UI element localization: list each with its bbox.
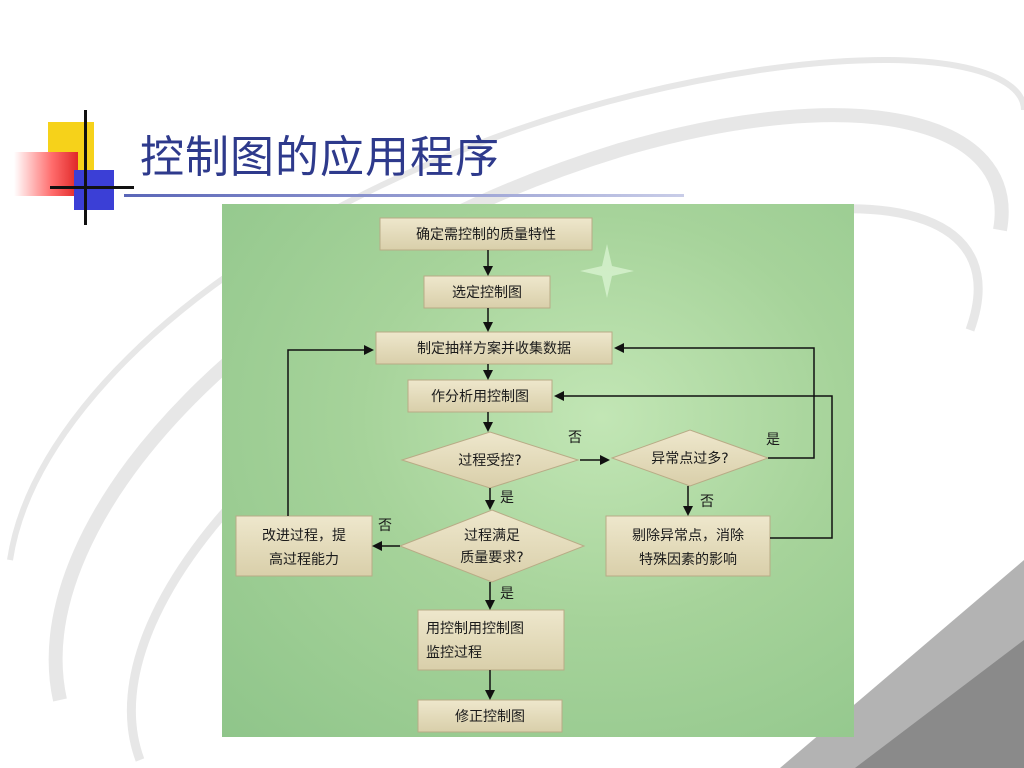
node-monitor-process-line1: 用控制用控制图	[426, 621, 524, 637]
flow-arrows	[287, 250, 833, 700]
decision-meets-requirements-line1: 过程满足	[464, 528, 520, 544]
node-sampling-plan-label: 制定抽样方案并收集数据	[417, 340, 571, 357]
flowchart-panel: 确定需控制的质量特性 选定控制图 制定抽样方案并收集数据 作分析用控制图 过程受…	[222, 204, 854, 737]
node-monitor-process-line2: 监控过程	[426, 645, 482, 661]
node-remove-outliers-line1: 剔除异常点，消除	[632, 528, 744, 544]
decision-meets-requirements-line2: 质量要求?	[460, 550, 523, 566]
node-improve-process-line2: 高过程能力	[269, 551, 339, 568]
node-select-chart-label: 选定控制图	[452, 285, 522, 301]
arrow-d2-yes-n3	[614, 343, 815, 459]
node-quality-characteristic-label: 确定需控制的质量特性	[416, 227, 556, 243]
node-analysis-chart-label: 作分析用控制图	[431, 389, 529, 405]
label-d3-yes: 是	[500, 586, 514, 602]
glow-sparkle	[580, 244, 634, 298]
node-remove-outliers: 剔除异常点，消除 特殊因素的影响	[605, 515, 771, 577]
label-d1-yes: 是	[500, 490, 514, 506]
node-select-chart: 选定控制图	[423, 275, 551, 309]
node-sampling-plan: 制定抽样方案并收集数据	[375, 331, 613, 365]
decision-process-controlled: 过程受控?	[400, 431, 580, 489]
label-d2-no: 否	[700, 494, 714, 510]
title-decoration	[14, 110, 134, 225]
decision-too-many-outliers: 异常点过多?	[610, 429, 770, 487]
flowchart: 确定需控制的质量特性 选定控制图 制定抽样方案并收集数据 作分析用控制图 过程受…	[235, 217, 833, 733]
node-remove-outliers-line2: 特殊因素的影响	[639, 552, 737, 568]
title-underline	[124, 194, 684, 197]
node-monitor-process: 用控制用控制图 监控过程	[417, 609, 565, 671]
decision-process-controlled-label: 过程受控?	[458, 453, 521, 469]
decision-too-many-outliers-label: 异常点过多?	[651, 450, 728, 467]
node-improve-process: 改进过程，提 高过程能力	[235, 515, 373, 577]
label-d1-no: 否	[568, 430, 582, 446]
node-revise-chart: 修正控制图	[417, 699, 563, 733]
node-revise-chart-label: 修正控制图	[455, 709, 525, 725]
label-d2-yes: 是	[766, 432, 780, 448]
node-analysis-chart: 作分析用控制图	[407, 379, 553, 413]
decision-meets-requirements: 过程满足 质量要求?	[398, 509, 586, 583]
page-title: 控制图的应用程序	[140, 132, 500, 183]
node-quality-characteristic: 确定需控制的质量特性	[379, 217, 593, 251]
arrow-n6-n3	[287, 345, 374, 516]
label-d3-no: 否	[378, 518, 392, 534]
arrow-n5-n4	[554, 391, 833, 539]
node-improve-process-line1: 改进过程，提	[262, 528, 346, 544]
